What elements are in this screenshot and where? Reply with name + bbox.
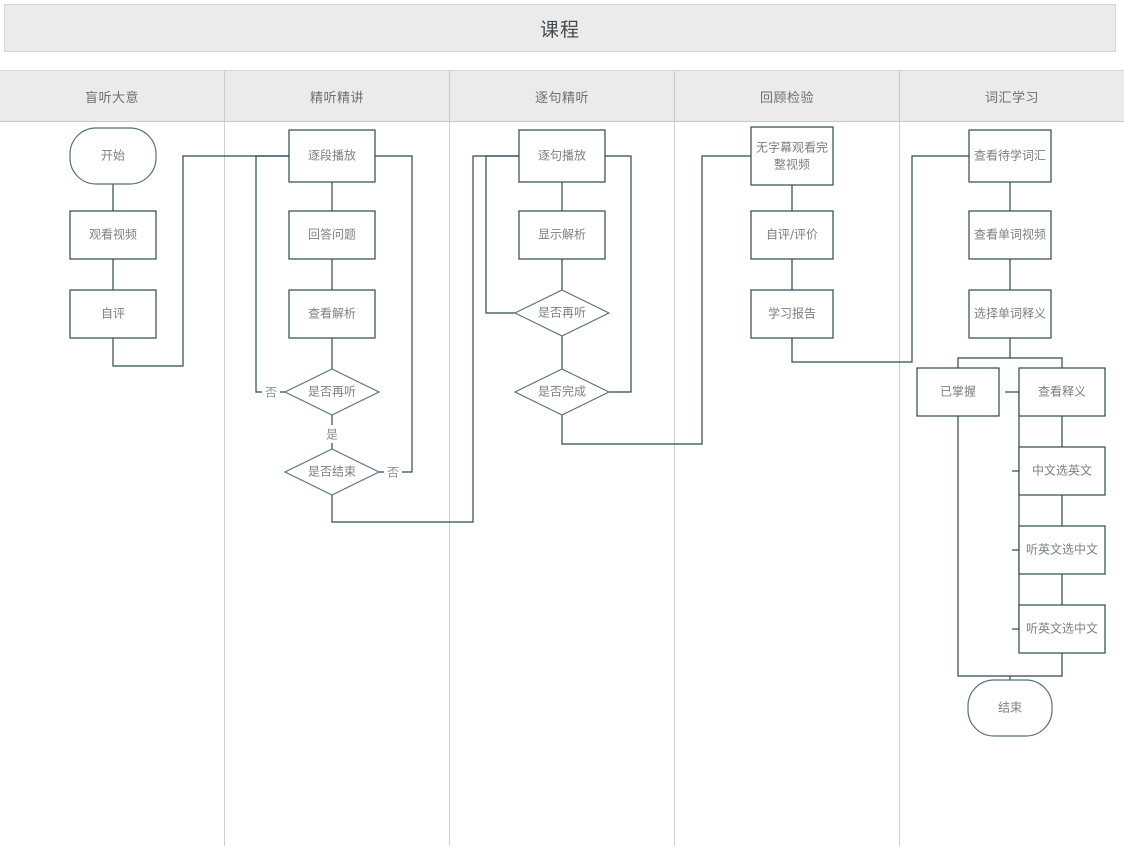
page-title: 课程 xyxy=(539,18,580,41)
lane-column-lane-review xyxy=(675,122,900,846)
lane-column-lane-intensive xyxy=(225,122,450,846)
lane-header-lane-intensive[interactable]: 精听精讲 xyxy=(225,71,450,121)
diagram-title-bar: 课程 xyxy=(4,4,1116,52)
lane-header-lane-vocab[interactable]: 词汇学习 xyxy=(900,71,1124,121)
lane-header-row: 盲听大意 精听精讲 逐句精听 回顾检验 词汇学习 xyxy=(0,70,1124,122)
lane-column-lane-sentence xyxy=(450,122,675,846)
lane-body xyxy=(0,122,1124,846)
lane-header-label: 逐句精听 xyxy=(534,90,589,106)
lane-header-lane-blind-listening[interactable]: 盲听大意 xyxy=(0,71,225,121)
lane-header-label: 词汇学习 xyxy=(984,90,1039,106)
lane-column-lane-vocab xyxy=(900,122,1124,846)
lane-header-lane-review[interactable]: 回顾检验 xyxy=(675,71,900,121)
lane-column-lane-blind-listening xyxy=(0,122,225,846)
lane-header-label: 回顾检验 xyxy=(759,90,814,106)
lane-header-label: 精听精讲 xyxy=(309,90,364,106)
lane-header-label: 盲听大意 xyxy=(84,90,139,106)
lane-header-lane-sentence[interactable]: 逐句精听 xyxy=(450,71,675,121)
